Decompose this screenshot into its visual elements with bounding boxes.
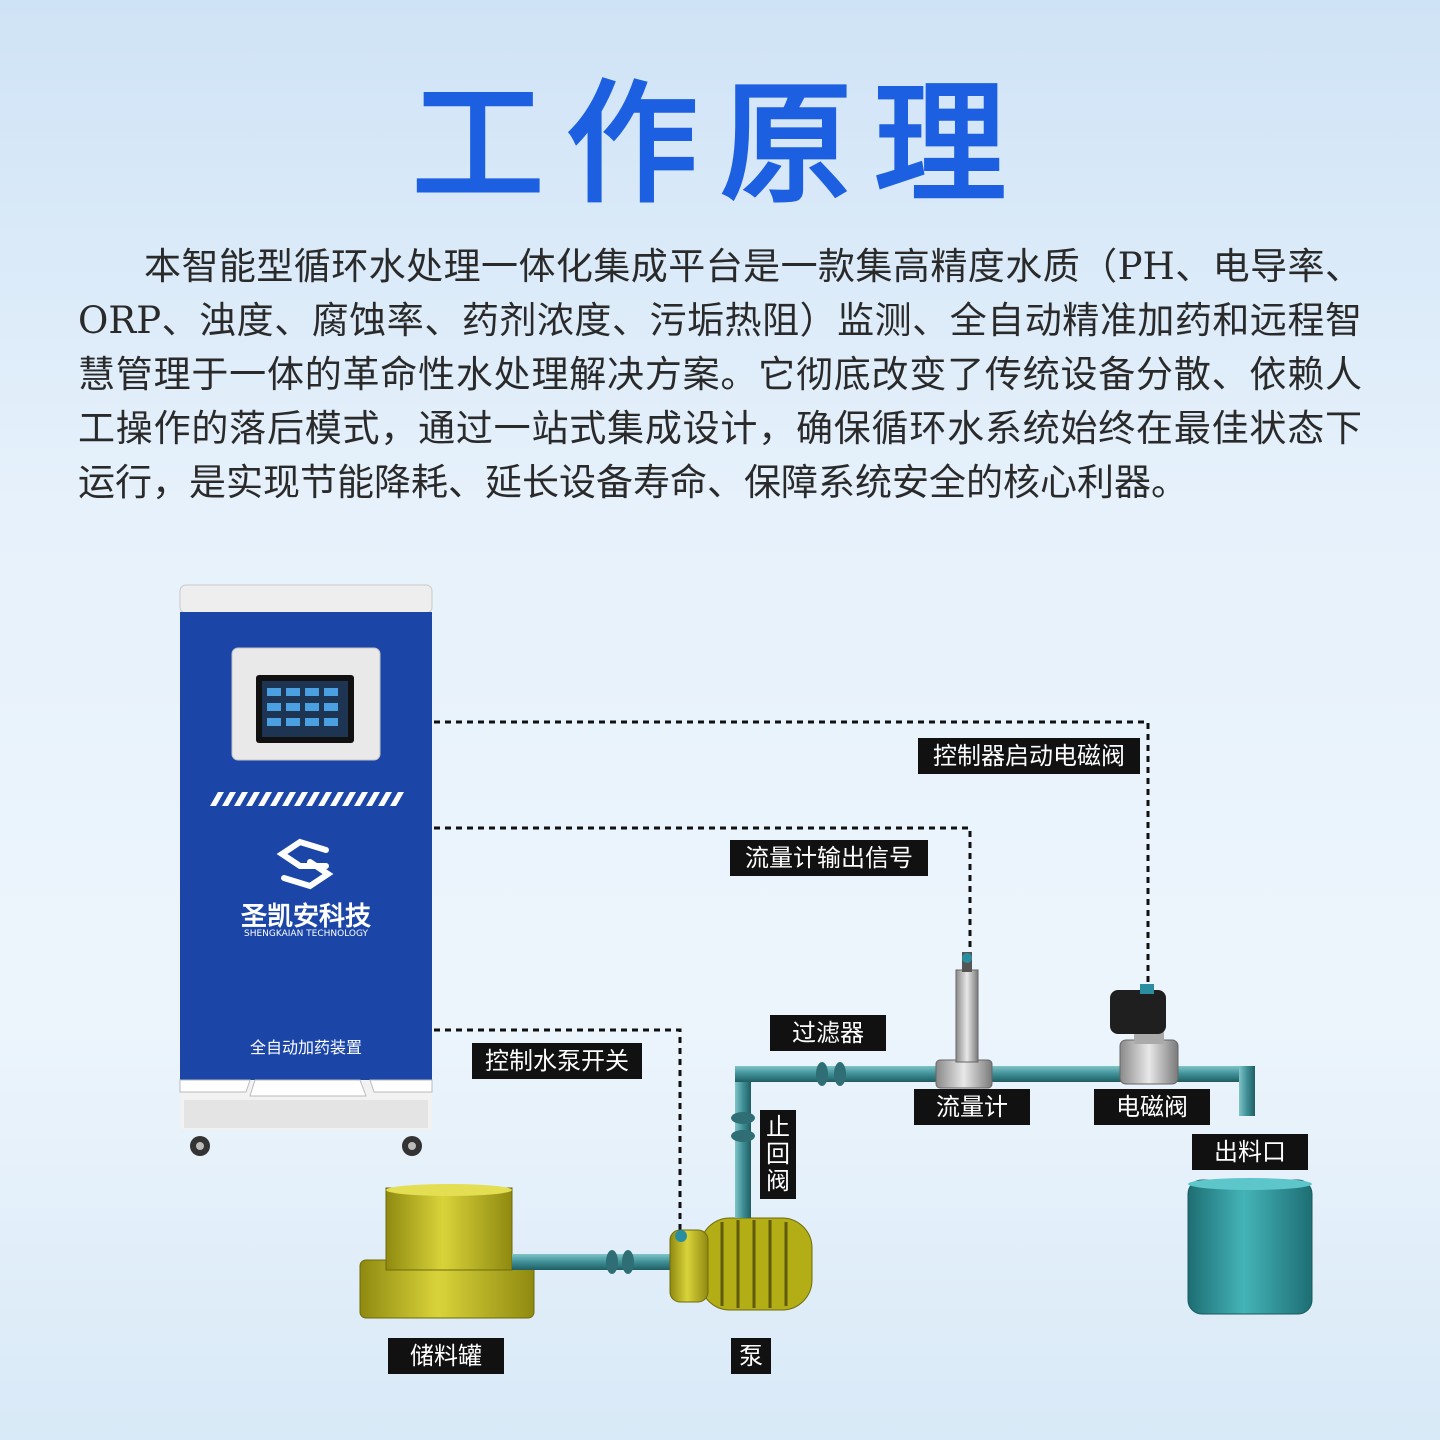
device-name: 全自动加药装置 — [249, 1038, 362, 1057]
intro-paragraph: 本智能型循环水处理一体化集成平台是一款集高精度水质（PH、电导率、ORP、浊度、… — [78, 245, 1362, 504]
flow-meter — [935, 952, 993, 1089]
storage-tank — [359, 1184, 535, 1319]
label-solenoid: 电磁阀 — [1094, 1089, 1210, 1125]
solenoid-valve — [1110, 984, 1179, 1085]
filter — [816, 1062, 846, 1086]
brand-english: SHENGKAIAN TECHNOLOGY — [243, 929, 369, 939]
page-title: 工作原理 — [412, 68, 1028, 222]
label-check-valve: 止回阀 — [760, 1110, 796, 1199]
inlet-valve — [606, 1250, 634, 1274]
label-outlet: 出料口 — [1192, 1134, 1308, 1170]
label-tank: 储料罐 — [388, 1338, 504, 1374]
label-flowmeter: 流量计 — [914, 1089, 1030, 1125]
brand-name: 圣凯安科技 — [240, 902, 371, 932]
label-valve-signal: 控制器启动电磁阀 — [918, 738, 1140, 774]
outlet-tank — [1187, 1178, 1313, 1315]
dosing-cabinet — [179, 584, 433, 1156]
brand-logo-icon — [276, 838, 334, 890]
check-valve — [731, 1112, 755, 1142]
label-flow-signal: 流量计输出信号 — [730, 840, 928, 876]
label-filter: 过滤器 — [770, 1015, 886, 1051]
pump — [669, 1217, 813, 1311]
label-pump: 泵 — [731, 1338, 771, 1374]
stripe-band — [210, 792, 404, 806]
signal-lines — [434, 720, 1150, 1232]
label-pump-signal: 控制水泵开关 — [472, 1043, 642, 1079]
